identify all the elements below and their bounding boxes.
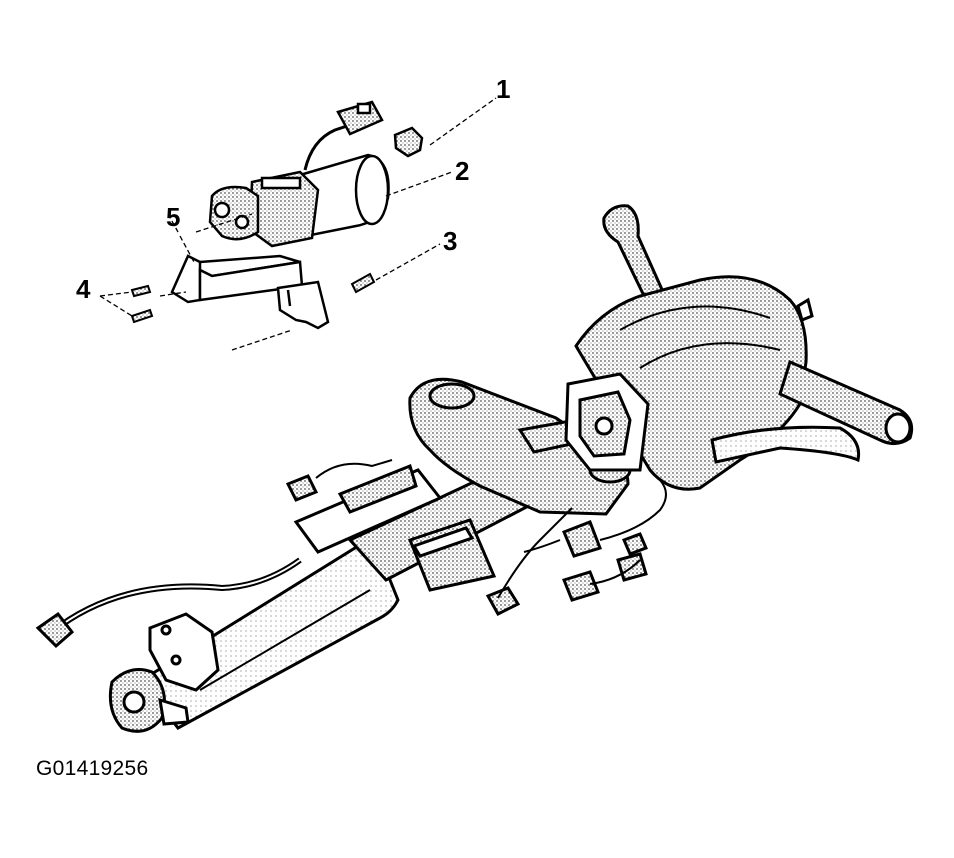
- callout-3: 3: [443, 226, 457, 256]
- cable-end-connector: [35, 611, 75, 649]
- motor-assembly: [208, 100, 390, 248]
- callout-2: 2: [455, 156, 469, 186]
- motor-wire: [303, 123, 351, 171]
- connector-clip: [393, 126, 424, 158]
- callout-4: 4: [76, 274, 91, 304]
- bracket-nut: [350, 272, 376, 294]
- column-yoke: [408, 377, 630, 516]
- figure-id-label: G01419256: [36, 757, 149, 780]
- column-head: [564, 204, 914, 491]
- callout-1: 1: [496, 74, 510, 104]
- steering-column: [35, 377, 667, 733]
- upper-lever: [602, 204, 667, 302]
- harness-connector-right-2: [562, 570, 600, 602]
- harness-connector-right-1: [562, 520, 602, 558]
- right-lever: [778, 359, 914, 445]
- lower-trim: [710, 425, 861, 464]
- bracket-screws: [130, 284, 154, 324]
- yoke-pivot-left: [428, 382, 476, 410]
- tilt-motor-endcap: [354, 154, 390, 226]
- column-connector-left: [285, 474, 319, 502]
- callout-5: 5: [166, 202, 180, 232]
- leader-lines: [99, 97, 497, 351]
- motor-bracket: [170, 254, 330, 330]
- harness-connector-small: [485, 586, 521, 616]
